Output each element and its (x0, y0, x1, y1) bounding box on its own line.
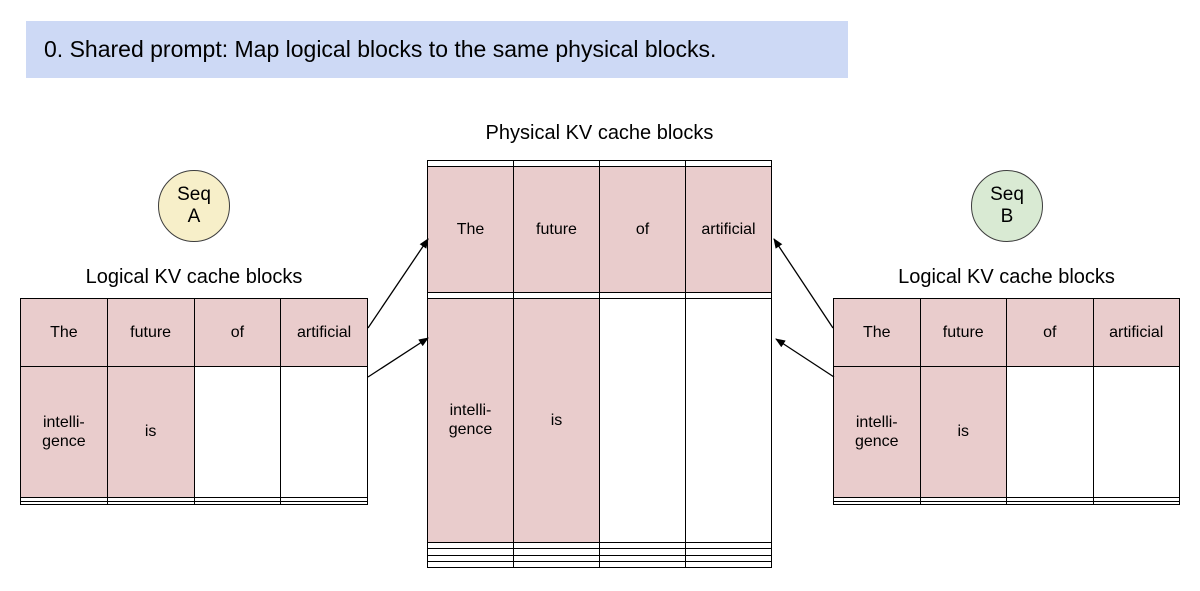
kv-cell: intelli- gence (427, 297, 514, 544)
kv-cell (1006, 365, 1094, 499)
kv-cell (599, 297, 686, 544)
seq-b-table-title: Logical KV cache blocks (898, 266, 1115, 288)
table-row (833, 500, 1180, 506)
kv-cell: The (20, 298, 108, 367)
table-row (427, 159, 772, 168)
physical-table-title: Physical KV cache blocks (485, 122, 714, 144)
kv-cell: artificial (1092, 298, 1180, 367)
mapping-arrow (773, 238, 834, 329)
seq-b-badge: Seq B (971, 170, 1043, 242)
kv-cell (193, 365, 282, 499)
kv-cell (685, 560, 772, 569)
kv-cell: future (919, 298, 1007, 367)
kv-cell: is (513, 297, 600, 544)
kv-cell (280, 500, 368, 506)
kv-cell: of (1006, 298, 1094, 367)
kv-cell (599, 560, 686, 569)
table-row (427, 554, 772, 562)
kv-cell (193, 500, 282, 506)
kv-cell (685, 297, 772, 544)
kv-cell: artificial (280, 298, 368, 367)
kv-cell: artificial (685, 166, 772, 293)
kv-cell: of (193, 298, 282, 367)
table-row (427, 291, 772, 299)
kv-cell (685, 159, 772, 168)
kv-cell (427, 560, 514, 569)
kv-cell: of (599, 166, 686, 293)
kv-cell (106, 500, 195, 506)
kv-cell (833, 500, 921, 506)
title-banner: 0. Shared prompt: Map logical blocks to … (26, 21, 848, 78)
kv-cell: is (919, 365, 1007, 499)
kv-cell: The (427, 166, 514, 293)
kv-cell (919, 500, 1007, 506)
kv-cell (685, 291, 772, 299)
kv-cell: is (106, 365, 195, 499)
kv-cell (20, 500, 108, 506)
table-row (20, 500, 368, 506)
title-banner-text: 0. Shared prompt: Map logical blocks to … (44, 36, 717, 62)
seq-a-table-title: Logical KV cache blocks (85, 266, 303, 288)
kv-cell: intelli- gence (833, 365, 921, 499)
mapping-arrow (775, 338, 835, 378)
seq-a-badge: Seq A (158, 170, 230, 242)
seq-a-label: Seq A (177, 184, 211, 227)
kv-cell (1006, 500, 1094, 506)
kv-cell (1092, 500, 1180, 506)
kv-cell: The (833, 298, 921, 367)
kv-cell (513, 560, 600, 569)
kv-cell (280, 365, 368, 499)
kv-cell (1092, 365, 1180, 499)
mapping-arrow (367, 238, 429, 329)
table-row (427, 548, 772, 556)
kv-cell: future (513, 166, 600, 293)
seq-b-label: Seq B (990, 184, 1024, 227)
mapping-arrow (367, 337, 429, 378)
kv-cell: intelli- gence (20, 365, 108, 499)
kv-cell: future (106, 298, 195, 367)
table-row (427, 560, 772, 569)
